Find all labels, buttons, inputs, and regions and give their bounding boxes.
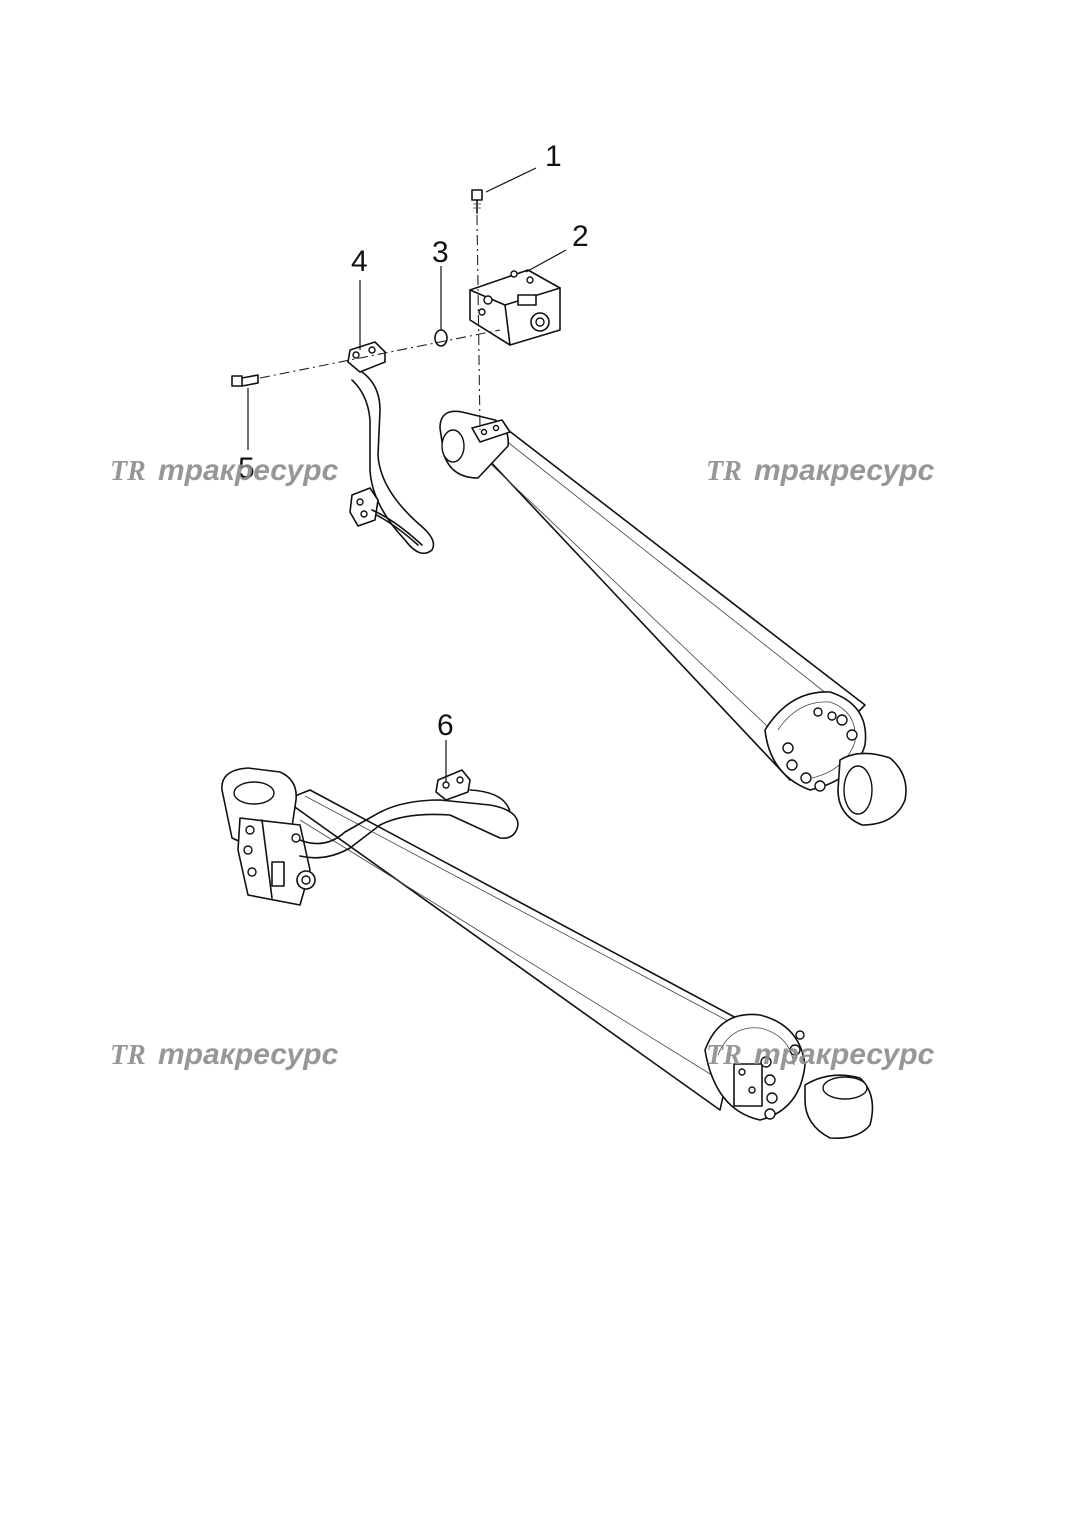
- callout-5: 5: [238, 452, 255, 485]
- lower-hydraulic-cylinder: [221, 767, 874, 1140]
- bolt-part-1: [471, 189, 483, 214]
- watermark-logo: TR: [110, 456, 146, 487]
- pipe-bend-upper: [351, 371, 435, 555]
- callout-6: 6: [437, 709, 454, 742]
- watermark-logo: TR: [110, 1040, 146, 1071]
- watermark-bottom-right: TR тракресурс: [706, 1038, 935, 1071]
- watermark-text: тракресурс: [754, 1038, 935, 1071]
- watermark-text: тракресурс: [158, 1038, 339, 1071]
- callout-4: 4: [351, 245, 368, 278]
- upper-cylinder-eye-hole: [441, 429, 465, 463]
- valve-block: [469, 269, 561, 346]
- pipe-assembly-part-4: [347, 341, 435, 555]
- upper-cylinder-valve-pad: [471, 419, 511, 443]
- callout-1: 1: [545, 140, 562, 173]
- watermark-text: тракресурс: [754, 454, 935, 487]
- bolt-part-5: [231, 374, 259, 387]
- callout-3: 3: [432, 236, 449, 269]
- watermark-top-right: TR тракресурс: [706, 454, 935, 487]
- watermark-top-left: TR тракресурс: [110, 454, 339, 487]
- lower-cylinder-eye-hole: [233, 781, 275, 805]
- assembly-axis-vertical: [476, 214, 481, 431]
- upper-hydraulic-cylinder: [439, 410, 907, 826]
- watermark-text: тракресурс: [158, 454, 339, 487]
- assembly-axis-horizontal: [259, 329, 501, 379]
- lower-gland-bolts: [738, 1030, 805, 1120]
- lower-pipe-flange: [435, 769, 471, 801]
- upper-gland-bolts: [782, 707, 858, 792]
- lower-pipe-flange: [349, 487, 379, 527]
- lower-cylinder-barrel: [284, 789, 741, 1111]
- watermark-logo: TR: [706, 1040, 742, 1071]
- watermark-logo: TR: [706, 456, 742, 487]
- lower-rod-eye-hole: [822, 1076, 868, 1100]
- pipe-bend-lower: [299, 799, 519, 859]
- leader-lines: [247, 167, 567, 782]
- callout-2: 2: [572, 220, 589, 253]
- upper-rod-eye-hole: [843, 765, 873, 815]
- watermark-bottom-left: TR тракресурс: [110, 1038, 339, 1071]
- o-ring-part-3: [434, 329, 448, 347]
